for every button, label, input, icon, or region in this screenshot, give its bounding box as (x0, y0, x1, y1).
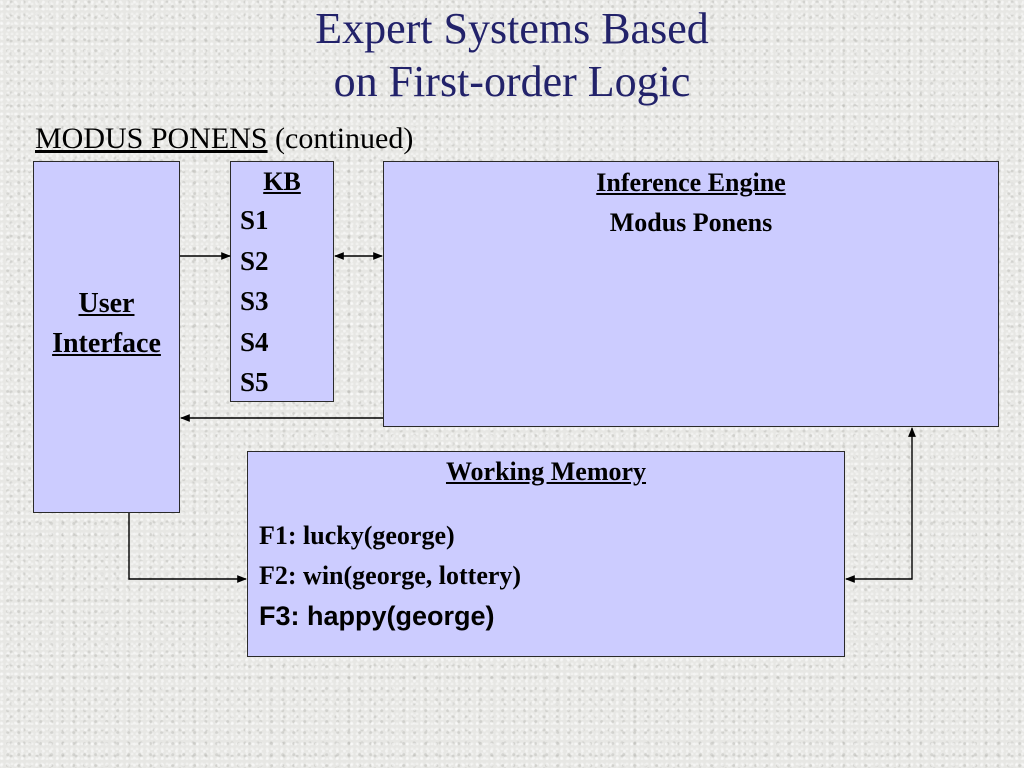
inference-engine-box: Inference Engine Modus Ponens (383, 161, 999, 427)
user-interface-label: User Interface (34, 284, 179, 364)
user-interface-label-line-2: Interface (52, 328, 161, 359)
slide-title: Expert Systems Based on First-order Logi… (0, 2, 1024, 108)
kb-item: S4 (240, 326, 269, 357)
user-interface-box: User Interface (33, 161, 180, 513)
working-memory-fact: F1: lucky(george) (259, 521, 455, 550)
arrow-ui-to-working-memory (128, 513, 247, 583)
slide-title-line-2: on First-order Logic (333, 57, 691, 106)
inference-engine-subtitle: Modus Ponens (609, 208, 773, 237)
working-memory-fact: F3: happy(george) (259, 601, 495, 631)
section-subtitle-rest: (continued) (267, 122, 414, 155)
kb-item: S5 (240, 367, 269, 397)
kb-item: S3 (240, 286, 269, 316)
working-memory-fact: F2: win(george, lottery) (259, 561, 522, 590)
section-subtitle: MODUS PONENS (continued) (35, 119, 413, 159)
section-subtitle-underlined: MODUS PONENS (35, 122, 268, 155)
kb-item: S2 (240, 245, 269, 276)
working-memory-title: Working Memory (445, 457, 647, 486)
kb-title: KB (263, 167, 301, 196)
kb-box: KB S1 S2 S3 S4 S5 (230, 161, 334, 402)
slide-title-line-1: Expert Systems Based (315, 4, 709, 53)
inference-engine-title: Inference Engine (596, 168, 786, 197)
kb-item: S1 (240, 205, 269, 235)
user-interface-label-line-1: User (78, 288, 135, 319)
arrow-working-memory-engine (845, 427, 916, 583)
working-memory-box: Working Memory F1: lucky(george) F2: win… (247, 451, 845, 657)
